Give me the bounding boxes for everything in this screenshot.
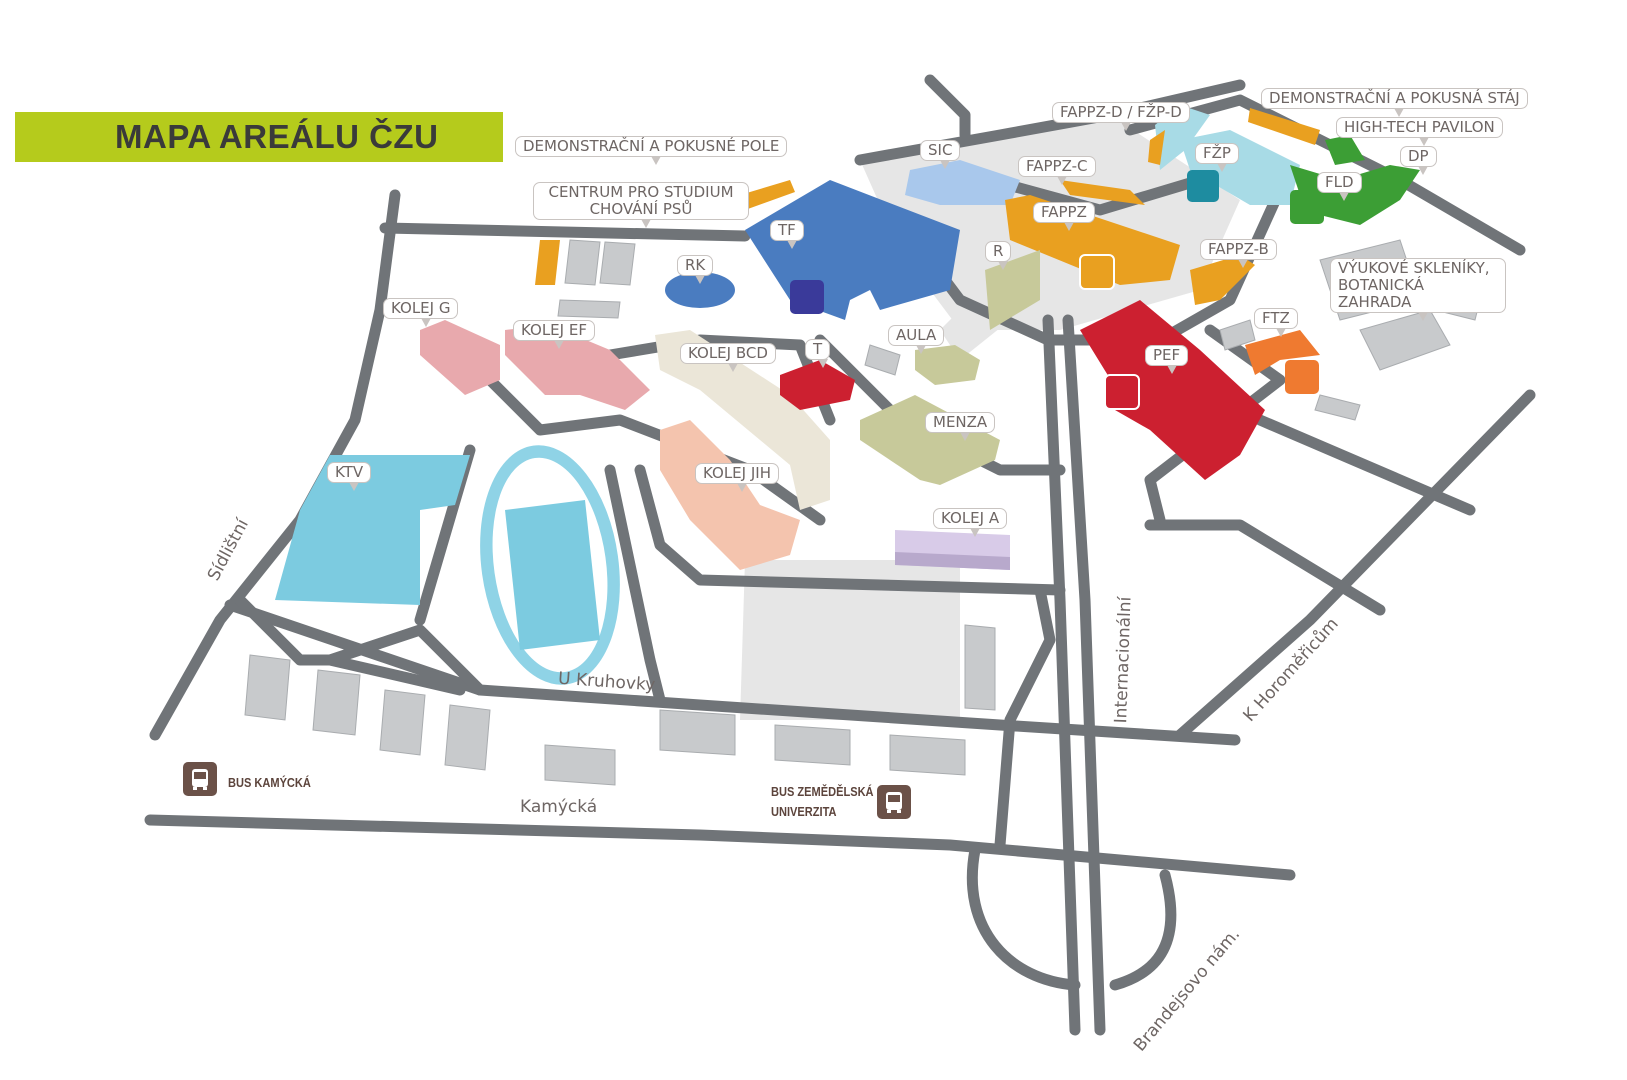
street-kamycka: Kamýcká [520,797,598,817]
bus-zu-label-1: BUS ZEMĚDĚLSKÁ [771,784,874,799]
ftz-logo-icon [1285,360,1319,394]
label-ftz[interactable]: FTZ [1254,308,1298,337]
label-fappz[interactable]: FAPPZ [1033,202,1095,231]
building-kolej-g [420,320,500,395]
bus-kamycka-label: BUS KAMÝCKÁ [228,775,311,790]
label-fappz-c[interactable]: FAPPZ-C [1018,156,1096,185]
building-ftz [1245,330,1320,375]
road-west-loop2 [324,624,486,696]
road-inner2 [984,174,1206,216]
label-t[interactable]: T [805,339,831,368]
road-brandejsovo-curve2 [1109,869,1177,991]
road-kamycka [144,814,1296,881]
building-kolej-ef [505,325,650,410]
road-inner3 [994,584,1056,851]
map-title: MAPA AREÁLU ČZU [115,118,439,155]
label-dp[interactable]: DP [1400,146,1437,175]
label-sic[interactable]: SIC [920,140,961,169]
road-mid [634,464,1066,596]
building-aula [915,345,980,385]
label-menza[interactable]: MENZA [925,412,996,441]
pef-logo-icon [1104,374,1140,410]
label-skleniky[interactable]: VÝUKOVÉ SKLENÍKY, BOTANICKÁ ZAHRADA [1330,258,1506,321]
label-fappz-d[interactable]: FAPPZ-D / FŽP-D [1052,102,1190,131]
label-fld[interactable]: FLD [1317,172,1362,201]
label-tf[interactable]: TF [770,220,804,249]
label-pef[interactable]: PEF [1145,345,1189,374]
label-aula[interactable]: AULA [888,325,945,354]
football-field [505,500,600,650]
building-menza [860,395,1000,485]
label-rk[interactable]: RK [677,255,714,284]
building-fappz-c [1060,180,1145,205]
label-demo-pole[interactable]: DEMONSTRAČNÍ A POKUSNÉ POLE [515,136,788,165]
bus-kamycka-icon[interactable] [183,762,217,796]
label-kolej-ef[interactable]: KOLEJ EF [513,320,595,349]
map-title-bar: MAPA AREÁLU ČZU [15,112,503,162]
road-east2 [1144,519,1386,616]
road-u-kruhovky [224,599,1241,746]
fappz-logo-icon [1079,254,1115,290]
building-rk [665,272,735,308]
road-west-loop [234,594,466,696]
road-top [379,222,751,242]
road-east3 [1254,414,1476,516]
building-pef [1080,300,1265,480]
label-kolej-g[interactable]: KOLEJ G [383,298,459,327]
building-centrum-psu [535,240,560,285]
building-sic [905,160,1020,205]
building-kolej-bcd [655,330,830,510]
building-t [780,360,855,410]
building-hightech [1325,135,1365,165]
label-fappz-b[interactable]: FAPPZ-B [1200,239,1277,268]
road-internacionalni-b [1062,314,1106,1036]
bus-zemedelska-univerzita-icon[interactable] [877,785,911,819]
label-centrum-psu[interactable]: CENTRUM PRO STUDIUM CHOVÁNÍ PSŮ [533,182,749,228]
road-k-horomericum [1174,389,1536,741]
building-kolej-jih [660,420,800,570]
road-internacionalni-a [1042,314,1081,1036]
building-demo-staj [1248,108,1320,145]
fzp-logo-icon [1187,170,1219,202]
label-hightech[interactable]: HIGH-TECH PAVILON [1336,117,1503,146]
label-kolej-a[interactable]: KOLEJ A [933,508,1008,537]
building-fappz-d-orange [1148,130,1165,165]
bus-zu-label-2: UNIVERZITA [771,804,837,819]
building-demo-pole [740,180,795,210]
fld-logo-icon [1290,190,1324,224]
building-ktv [275,455,470,605]
label-demo-staj[interactable]: DEMONSTRAČNÍ A POKUSNÁ STÁJ [1261,88,1528,117]
road-mid2 [604,464,666,706]
label-ktv[interactable]: KTV [327,462,372,491]
road-north-spur [924,74,971,141]
label-fzp[interactable]: FŽP [1195,143,1239,172]
tf-logo-icon [790,280,824,314]
label-kolej-jih[interactable]: KOLEJ JIH [695,463,779,492]
road-diag [434,324,826,526]
road-brandejsovo-curve [966,844,1081,991]
building-r [985,250,1040,330]
label-kolej-bcd[interactable]: KOLEJ BCD [680,343,776,372]
label-r[interactable]: R [985,241,1012,270]
